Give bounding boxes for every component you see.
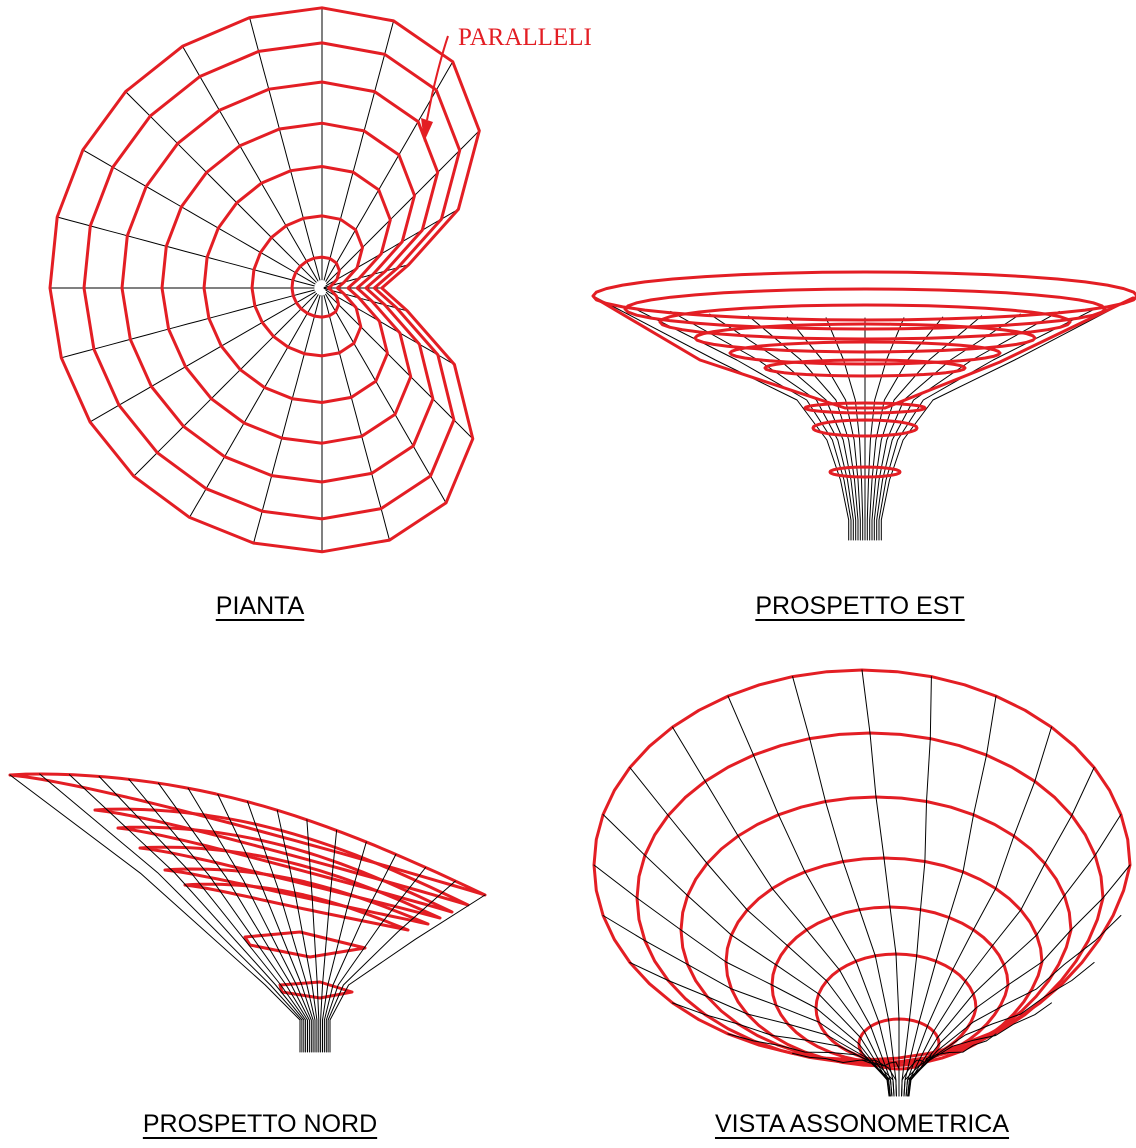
axon-meridian-line xyxy=(907,962,1095,1097)
axon-meridian-line xyxy=(593,864,890,1097)
east-parallel-ring xyxy=(828,465,902,479)
north-meridian-line xyxy=(217,793,314,1053)
north-meridian-line xyxy=(39,773,303,1053)
east-elevation-view xyxy=(591,270,1136,541)
plan-meridian-line xyxy=(325,293,447,504)
north-parallel-ring xyxy=(183,882,410,932)
north-meridian-line xyxy=(329,894,486,1053)
north-parallel-ring xyxy=(93,807,470,907)
plan-meridian-line xyxy=(325,208,459,287)
plan-meridian-line xyxy=(56,216,315,287)
axon-meridian-line xyxy=(792,1052,897,1097)
north-meridian-line xyxy=(128,778,308,1053)
plan-meridian-line xyxy=(323,294,390,541)
plan-meridian-line xyxy=(325,289,455,365)
plan-parallel-ring xyxy=(202,165,392,404)
east-meridian-line xyxy=(871,315,983,541)
north-meridian-line xyxy=(68,774,305,1053)
east-parallel-ring xyxy=(763,358,967,378)
plan-meridian-line xyxy=(82,149,316,285)
axon-meridian-line xyxy=(629,767,891,1097)
east-parallel-ring xyxy=(811,418,919,438)
axon-parallel-ring xyxy=(592,668,1132,1062)
plan-parallel-ring xyxy=(120,80,440,484)
north-meridian-line xyxy=(325,867,427,1053)
axon-meridian-line xyxy=(901,676,932,1097)
axon-meridian-line xyxy=(908,864,1131,1097)
north-parallel-ring xyxy=(8,772,487,897)
axon-meridian-line xyxy=(602,915,890,1097)
east-meridian-line xyxy=(592,295,850,541)
plan-meridian-line xyxy=(189,294,319,518)
east-rim-profile xyxy=(593,296,1135,410)
axon-meridian-line xyxy=(908,915,1122,1097)
parallels-label: PARALLELI xyxy=(458,24,592,51)
plan-view-title: PIANTA xyxy=(215,592,305,620)
north-meridian-line xyxy=(327,880,456,1053)
plan-parallel-ring xyxy=(48,6,481,554)
north-meridian-line xyxy=(247,801,316,1053)
plan-meridian-line xyxy=(249,17,321,281)
east-parallel-ring xyxy=(658,303,1072,341)
east-parallel-ring xyxy=(693,322,1037,354)
north-meridian-line xyxy=(98,775,307,1053)
annotation-arrowhead-icon xyxy=(421,118,433,142)
axon-meridian-line xyxy=(602,814,890,1097)
east-parallel-ring xyxy=(623,287,1107,331)
north-meridian-line xyxy=(157,782,310,1053)
axon-meridian-line xyxy=(861,669,900,1097)
plan-meridian-line xyxy=(125,91,317,283)
axon-meridian-line xyxy=(905,1002,1052,1097)
plan-parallel-ring xyxy=(250,214,364,358)
east-view-title: PROSPETTO EST xyxy=(755,592,965,620)
north-meridian-line xyxy=(323,853,397,1053)
east-meridian-line xyxy=(747,315,859,541)
east-parallel-ring xyxy=(591,270,1136,322)
north-meridian-line xyxy=(322,841,367,1053)
parallels-annotation xyxy=(421,35,449,142)
east-meridian-line xyxy=(631,306,852,541)
annotation-leader-line xyxy=(426,35,449,121)
north-meridian-line xyxy=(276,809,318,1053)
plan-meridian-line xyxy=(182,45,319,282)
north-meridian-line xyxy=(187,787,312,1053)
plan-meridian-line xyxy=(133,293,317,477)
plan-meridian-line xyxy=(60,289,315,359)
north-parallel-ring xyxy=(278,980,354,1000)
east-meridian-line xyxy=(878,306,1099,541)
north-elevation-view xyxy=(8,772,487,1053)
plan-meridian-line xyxy=(326,130,480,284)
east-meridian-line xyxy=(880,295,1136,541)
plan-parallel-ring xyxy=(290,255,341,319)
axon-meridian-line xyxy=(792,676,897,1097)
axonometric-view xyxy=(592,668,1132,1097)
north-parallel-ring xyxy=(138,845,442,920)
plan-parallel-ring xyxy=(82,41,462,521)
north-meridian-line xyxy=(320,829,338,1053)
plan-meridian-line xyxy=(89,291,316,423)
axon-parallel-ring xyxy=(635,731,1105,1065)
plan-view xyxy=(48,6,481,554)
plan-meridian-line xyxy=(253,295,321,544)
axon-meridian-line xyxy=(903,695,997,1097)
axon-meridian-line xyxy=(901,1052,932,1097)
north-meridian-line xyxy=(9,774,301,1053)
axon-meridian-line xyxy=(905,726,1052,1097)
axon-view-title: VISTA ASSONOMETRICA xyxy=(714,1110,1010,1138)
north-meridian-line xyxy=(306,819,320,1053)
plan-meridian-line xyxy=(325,291,474,440)
axon-meridian-line xyxy=(907,767,1095,1097)
north-view-title: PROSPETTO NORD xyxy=(142,1110,378,1138)
plan-parallel-ring xyxy=(160,121,416,445)
plan-meridian-line xyxy=(323,20,395,281)
axon-meridian-line xyxy=(908,814,1122,1097)
axon-meridian-line xyxy=(727,695,895,1097)
axon-meridian-line xyxy=(672,726,893,1097)
